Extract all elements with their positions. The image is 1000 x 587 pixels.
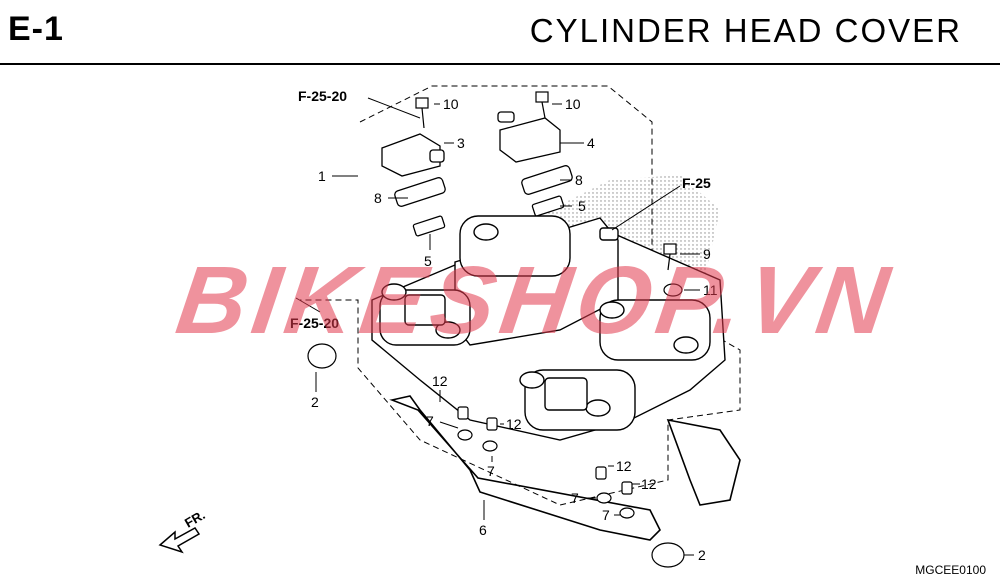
ref-label: F-25 (682, 175, 711, 191)
assembly-outline (300, 85, 741, 506)
callout-number: 2 (698, 547, 706, 563)
callout-number: 7 (602, 507, 610, 523)
callout-number: 2 (311, 394, 319, 410)
pair-valve-parts (381, 111, 573, 237)
callout-number: 5 (424, 253, 432, 269)
callout-number: 12 (616, 458, 632, 474)
callout-number: 7 (487, 463, 495, 479)
callout-number: 12 (432, 373, 448, 389)
callout-number: 10 (443, 96, 459, 112)
callout-number: 5 (578, 198, 586, 214)
callout-number: 12 (506, 416, 522, 432)
header-divider (0, 63, 1000, 65)
callout-number: 7 (426, 413, 434, 429)
diagram-code: MGCEE0100 (915, 563, 986, 577)
page-title: CYLINDER HEAD COVER (529, 12, 962, 49)
parts-diagram: F-25-20 F-25-20 F-25 1 2 2 3 4 5 5 6 7 7… (158, 85, 741, 568)
ref-label: F-25-20 (290, 315, 339, 331)
bolts (415, 91, 683, 297)
front-marker-label: FR. (182, 507, 208, 530)
callout-number: 3 (457, 135, 465, 151)
front-arrow-icon (158, 527, 201, 554)
callout-number: 9 (703, 246, 711, 262)
callout-number: 8 (374, 190, 382, 206)
section-code: E-1 (8, 10, 64, 48)
leader-lines (295, 97, 700, 556)
callout-number: 8 (575, 172, 583, 188)
head-cover-gasket (389, 395, 661, 541)
callout-number: 10 (565, 96, 581, 112)
callout-number: 6 (479, 522, 487, 538)
callout-number: 1 (318, 168, 326, 184)
page-header: E-1 CYLINDER HEAD COVER (0, 0, 1000, 66)
grommets (307, 343, 685, 568)
head-cover-gasket-right (666, 418, 741, 506)
cylinder-head-cover (371, 215, 726, 441)
callout-number: 12 (641, 476, 657, 492)
callout-number: 7 (571, 490, 579, 506)
callout-number: 11 (703, 282, 718, 298)
ref-label: F-25-20 (298, 88, 347, 104)
callout-number: 4 (587, 135, 595, 151)
